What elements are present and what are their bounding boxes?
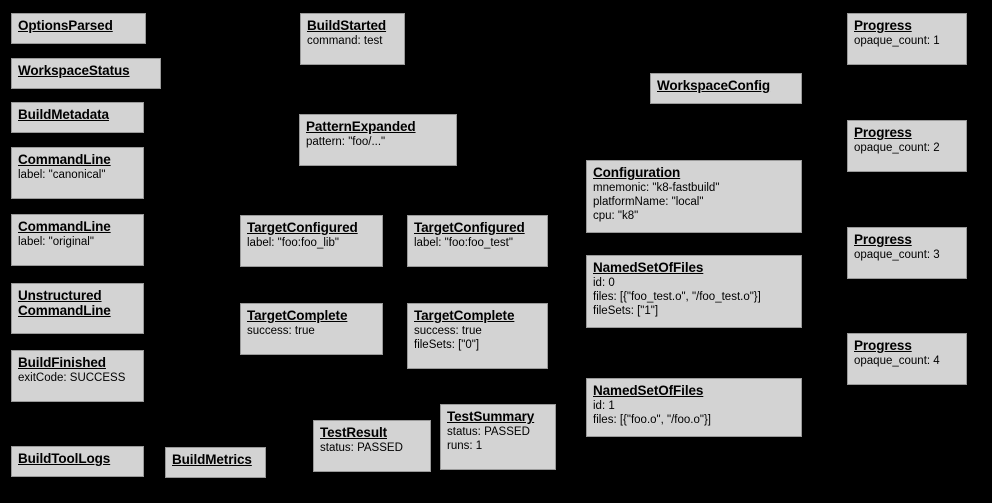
node-build-finished[interactable]: BuildFinished exitCode: SUCCESS <box>11 350 144 402</box>
node-field: opaque_count: 1 <box>854 35 940 47</box>
node-build-metadata[interactable]: BuildMetadata <box>11 102 144 133</box>
node-pattern-expanded[interactable]: PatternExpanded pattern: "foo/..." <box>299 114 457 166</box>
node-field: status: PASSED <box>320 442 403 454</box>
node-progress-1[interactable]: Progress opaque_count: 1 <box>847 13 967 65</box>
node-progress-2[interactable]: Progress opaque_count: 2 <box>847 120 967 172</box>
node-field: pattern: "foo/..." <box>306 136 386 148</box>
node-title: Progress <box>854 125 912 140</box>
node-options-parsed[interactable]: OptionsParsed <box>11 13 146 44</box>
node-title: Progress <box>854 232 912 247</box>
node-title: BuildFinished <box>18 355 106 370</box>
node-field: files: [{"foo_test.o", "/foo_test.o"}] <box>593 291 761 303</box>
node-fields: pattern: "foo/..." <box>306 135 450 149</box>
node-title: BuildMetadata <box>18 107 109 122</box>
node-fields: label: "canonical" <box>18 168 137 182</box>
node-target-complete-foo-lib[interactable]: TargetComplete success: true <box>240 303 383 355</box>
node-fields: label: "original" <box>18 235 137 249</box>
node-title: Progress <box>854 338 912 353</box>
node-title: TestResult <box>320 425 388 440</box>
node-test-result[interactable]: TestResult status: PASSED <box>313 420 431 472</box>
node-field: opaque_count: 4 <box>854 355 940 367</box>
node-title: CommandLine <box>18 219 111 234</box>
node-field: exitCode: SUCCESS <box>18 372 126 384</box>
node-field: cpu: "k8" <box>593 210 639 222</box>
node-build-metrics[interactable]: BuildMetrics <box>165 447 266 478</box>
node-field: runs: 1 <box>447 440 483 452</box>
node-workspace-config[interactable]: WorkspaceConfig <box>650 73 802 104</box>
node-title: OptionsParsed <box>18 18 113 33</box>
node-target-configured-foo-test[interactable]: TargetConfigured label: "foo:foo_test" <box>407 215 548 267</box>
node-title: WorkspaceStatus <box>18 63 130 78</box>
node-title: TargetComplete <box>414 308 515 323</box>
node-title: Configuration <box>593 165 681 180</box>
node-title: Progress <box>854 18 912 33</box>
node-title: NamedSetOfFiles <box>593 383 704 398</box>
node-named-set-of-files-0[interactable]: NamedSetOfFiles id: 0 files: [{"foo_test.o… <box>586 255 802 328</box>
node-title: BuildStarted <box>307 18 387 33</box>
node-title: BuildToolLogs <box>18 451 111 466</box>
node-field: id: 1 <box>593 400 615 412</box>
node-fields: command: test <box>307 34 398 48</box>
node-field: files: [{"foo.o", "/foo.o"}] <box>593 414 711 426</box>
node-fields: success: true <box>247 324 376 338</box>
node-field: id: 0 <box>593 277 615 289</box>
node-progress-4[interactable]: Progress opaque_count: 4 <box>847 333 967 385</box>
node-title: TargetConfigured <box>414 220 525 235</box>
node-fields: id: 0 files: [{"foo_test.o", "/foo_test.o… <box>593 276 795 318</box>
node-field: status: PASSED <box>447 426 530 438</box>
node-target-configured-foo-lib[interactable]: TargetConfigured label: "foo:foo_lib" <box>240 215 383 267</box>
node-unstructured-command-line[interactable]: Unstructured CommandLine <box>11 283 144 334</box>
node-field: success: true <box>414 325 482 337</box>
node-fields: opaque_count: 2 <box>854 141 960 155</box>
node-title: WorkspaceConfig <box>657 78 771 93</box>
node-field: label: "foo:foo_lib" <box>247 237 339 249</box>
node-fields: status: PASSED runs: 1 <box>447 425 549 453</box>
node-field: command: test <box>307 35 383 47</box>
node-configuration[interactable]: Configuration mnemonic: "k8-fastbuild" pla… <box>586 160 802 233</box>
node-command-line-original[interactable]: CommandLine label: "original" <box>11 214 144 266</box>
node-title: CommandLine <box>18 152 111 167</box>
node-fields: label: "foo:foo_test" <box>414 236 541 250</box>
node-fields: id: 1 files: [{"foo.o", "/foo.o"}] <box>593 399 795 427</box>
node-title: TargetComplete <box>247 308 348 323</box>
node-field: opaque_count: 3 <box>854 249 940 261</box>
node-test-summary[interactable]: TestSummary status: PASSED runs: 1 <box>440 404 556 470</box>
node-title: TargetConfigured <box>247 220 358 235</box>
node-workspace-status[interactable]: WorkspaceStatus <box>11 58 161 89</box>
node-fields: status: PASSED <box>320 441 424 455</box>
node-title: NamedSetOfFiles <box>593 260 704 275</box>
node-fields: success: true fileSets: ["0"] <box>414 324 541 352</box>
node-field: mnemonic: "k8-fastbuild" <box>593 182 720 194</box>
node-title: BuildMetrics <box>172 452 252 467</box>
node-fields: opaque_count: 3 <box>854 248 960 262</box>
node-fields: exitCode: SUCCESS <box>18 371 137 385</box>
node-target-complete-foo-test[interactable]: TargetComplete success: true fileSets: ["0… <box>407 303 548 369</box>
node-progress-3[interactable]: Progress opaque_count: 3 <box>847 227 967 279</box>
node-title: Unstructured CommandLine <box>18 288 111 318</box>
node-field: label: "original" <box>18 236 94 248</box>
node-title: PatternExpanded <box>306 119 416 134</box>
node-fields: label: "foo:foo_lib" <box>247 236 376 250</box>
node-field: platformName: "local" <box>593 196 704 208</box>
node-field: label: "canonical" <box>18 169 106 181</box>
node-field: success: true <box>247 325 315 337</box>
node-field: opaque_count: 2 <box>854 142 940 154</box>
node-field: label: "foo:foo_test" <box>414 237 513 249</box>
node-field: fileSets: ["1"] <box>593 305 659 317</box>
node-fields: opaque_count: 4 <box>854 354 960 368</box>
node-command-line-canonical[interactable]: CommandLine label: "canonical" <box>11 147 144 199</box>
node-fields: mnemonic: "k8-fastbuild" platformName: "l… <box>593 181 795 223</box>
node-build-tool-logs[interactable]: BuildToolLogs <box>11 446 144 477</box>
node-title: TestSummary <box>447 409 535 424</box>
node-field: fileSets: ["0"] <box>414 339 480 351</box>
node-named-set-of-files-1[interactable]: NamedSetOfFiles id: 1 files: [{"foo.o", "/… <box>586 378 802 437</box>
node-build-started[interactable]: BuildStarted command: test <box>300 13 405 65</box>
node-fields: opaque_count: 1 <box>854 34 960 48</box>
